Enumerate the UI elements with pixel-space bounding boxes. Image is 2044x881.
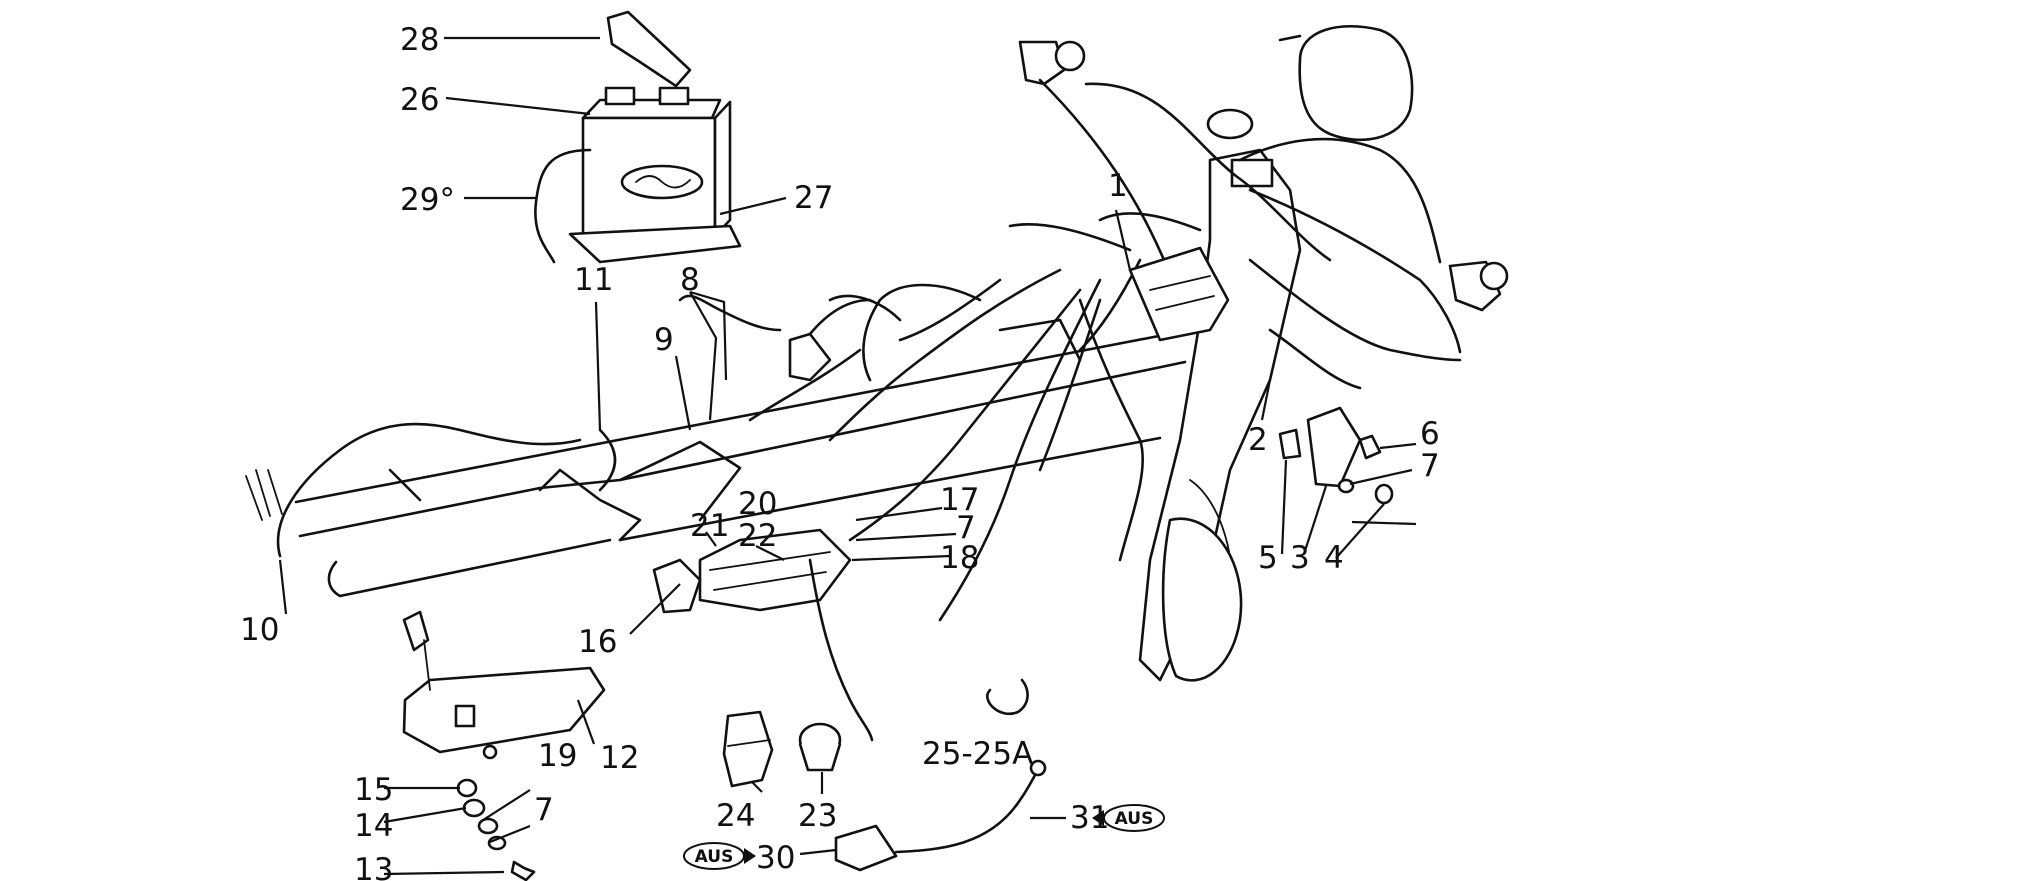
grommet-part-5 [1278, 428, 1302, 460]
callout-22: 22 [738, 518, 777, 554]
callout-11: 11 [574, 262, 613, 298]
cable-part-31 [894, 759, 1047, 854]
harness-connector-block [1128, 246, 1230, 342]
callout-24: 24 [716, 798, 755, 834]
callout-labels: 1 2 3 4 5 6 7 7 7 8 9 10 11 12 13 14 15 … [240, 22, 1440, 881]
mounting-plate-part [402, 610, 606, 760]
callout-7-center: 7 [956, 510, 976, 546]
callout-23: 23 [798, 798, 837, 834]
wiring-harness-main [828, 78, 1462, 622]
aus-badge-right-text: AUS [1115, 809, 1154, 829]
aus-badge-left: AUS [683, 842, 756, 870]
callout-5: 5 [1258, 540, 1278, 576]
callout-25-25a: 25-25A [922, 736, 1033, 772]
aus-badge-left-text: AUS [695, 847, 734, 867]
callout-14: 14 [354, 808, 393, 844]
leader-lines [278, 36, 1417, 876]
handlebar-switch-right [1448, 260, 1509, 312]
hardware-stack [456, 778, 536, 881]
callout-17: 17 [940, 482, 979, 518]
callout-1: 1 [1108, 168, 1128, 204]
callout-3: 3 [1290, 540, 1310, 576]
battery-part [581, 86, 732, 238]
rear-wiring [678, 283, 982, 422]
callout-9: 9 [654, 322, 674, 358]
callout-15: 15 [354, 772, 393, 808]
aus-badge-right: AUS [1092, 804, 1165, 832]
callout-18: 18 [940, 540, 979, 576]
callout-31: 31 [1070, 800, 1109, 836]
battery-cable-part [534, 148, 592, 264]
callout-13: 13 [354, 852, 393, 881]
washer-part-7 [1337, 478, 1355, 494]
clip-part-25 [986, 678, 1029, 716]
callout-20: 20 [738, 486, 777, 522]
handlebar-switch-left [1018, 40, 1086, 86]
callout-21: 21 [690, 508, 729, 544]
nut-part-4 [1374, 483, 1394, 505]
bracket-part-3 [1306, 406, 1362, 488]
callout-19: 19 [538, 738, 577, 774]
callout-12: 12 [600, 740, 639, 776]
callout-6: 6 [1420, 416, 1440, 452]
relay-part-30 [834, 824, 898, 872]
callout-7-right: 7 [1420, 448, 1440, 484]
callout-4: 4 [1324, 540, 1344, 576]
screw-part-6 [1358, 434, 1382, 460]
callout-30: 30 [756, 840, 795, 876]
callout-29: 29° [400, 182, 455, 218]
instrument-cluster [1278, 24, 1414, 141]
battery-clamp-part [606, 10, 692, 88]
rear-light-cable [245, 422, 617, 558]
callout-7-lower: 7 [534, 792, 554, 828]
callout-8: 8 [680, 262, 700, 298]
callout-26: 26 [400, 82, 439, 118]
fuse-box-cable [808, 558, 874, 742]
callout-2: 2 [1248, 422, 1268, 458]
rubber-holder-part-24 [722, 710, 774, 788]
relay-holder-part [698, 528, 852, 612]
flasher-relay-part [788, 298, 872, 382]
callout-28: 28 [400, 22, 439, 58]
callout-27: 27 [794, 180, 833, 216]
horn-part-23 [798, 722, 842, 772]
headlight-shell [1161, 517, 1243, 682]
battery-tray-part [568, 224, 742, 264]
callout-16: 16 [578, 624, 617, 660]
frame-rails [294, 318, 1192, 598]
callout-10: 10 [240, 612, 279, 648]
